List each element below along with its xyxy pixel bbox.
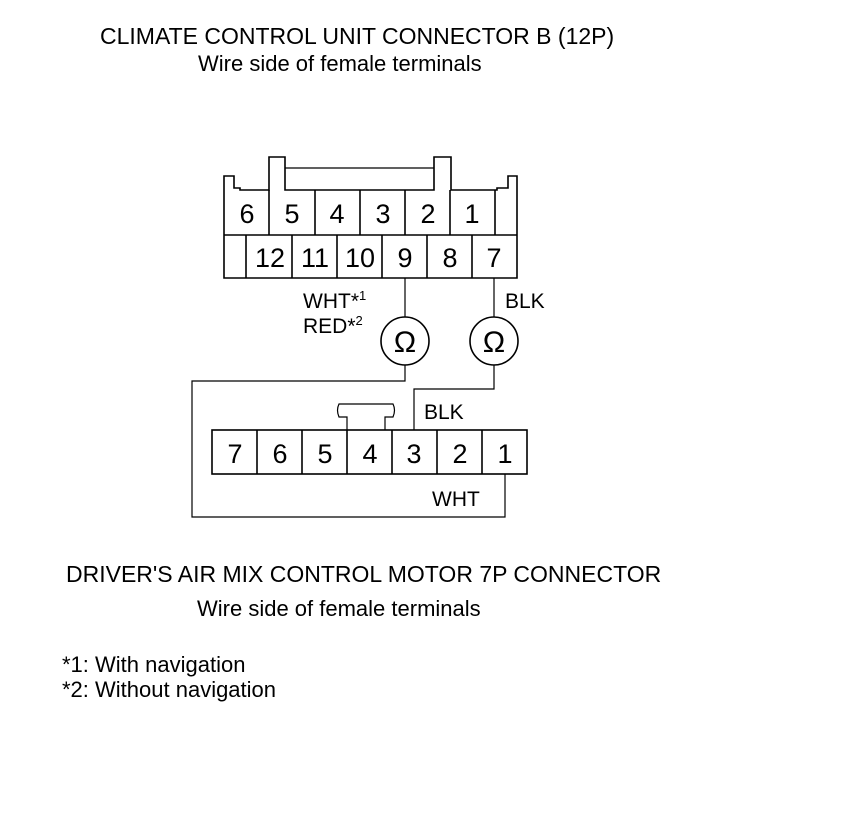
wire-label-red: RED*2 — [303, 313, 363, 338]
ohm-icon: Ω — [483, 326, 505, 359]
top-pin-2: 2 — [420, 199, 435, 229]
motor-pin-6: 6 — [272, 439, 287, 469]
probe-lead-right — [413, 278, 495, 430]
motor-pin-3: 3 — [406, 439, 421, 469]
top-pin-10: 10 — [345, 243, 375, 273]
top-pin-9: 9 — [397, 243, 412, 273]
ohm-icon: Ω — [394, 326, 416, 359]
bottom-connector-housing — [211, 403, 528, 475]
top-pin-3: 3 — [375, 199, 390, 229]
top-pin-8: 8 — [442, 243, 457, 273]
top-pin-5: 5 — [284, 199, 299, 229]
bottom-connector-subtitle: Wire side of female terminals — [197, 596, 481, 621]
top-connector-title: CLIMATE CONTROL UNIT CONNECTOR B (12P) — [100, 23, 614, 49]
wire-label-wht-motor: WHT — [432, 488, 480, 511]
wire-label-wht: WHT*1 — [303, 288, 366, 313]
wire-label-blk-motor: BLK — [424, 401, 464, 424]
top-pin-11: 11 — [301, 243, 329, 273]
motor-pin-5: 5 — [317, 439, 332, 469]
footnote-2: *2: Without navigation — [62, 677, 276, 702]
motor-pin-1: 1 — [497, 439, 512, 469]
top-pin-7: 7 — [486, 243, 501, 273]
motor-pin-2: 2 — [452, 439, 467, 469]
bottom-connector-title: DRIVER'S AIR MIX CONTROL MOTOR 7P CONNEC… — [66, 561, 661, 587]
top-pin-4: 4 — [329, 199, 344, 229]
ohmmeter-right: Ω — [469, 316, 519, 366]
motor-pin-7: 7 — [227, 439, 242, 469]
top-connector-subtitle: Wire side of female terminals — [198, 51, 482, 76]
ohmmeter-left: Ω — [380, 316, 430, 366]
motor-pin-4: 4 — [362, 439, 377, 469]
wire-label-blk-top: BLK — [505, 290, 545, 313]
probe-lead-left — [191, 278, 506, 518]
top-pin-6: 6 — [239, 199, 254, 229]
footnote-1: *1: With navigation — [62, 652, 245, 677]
top-connector-housing — [223, 156, 518, 279]
top-pin-1: 1 — [464, 199, 479, 229]
top-pin-12: 12 — [255, 243, 285, 273]
